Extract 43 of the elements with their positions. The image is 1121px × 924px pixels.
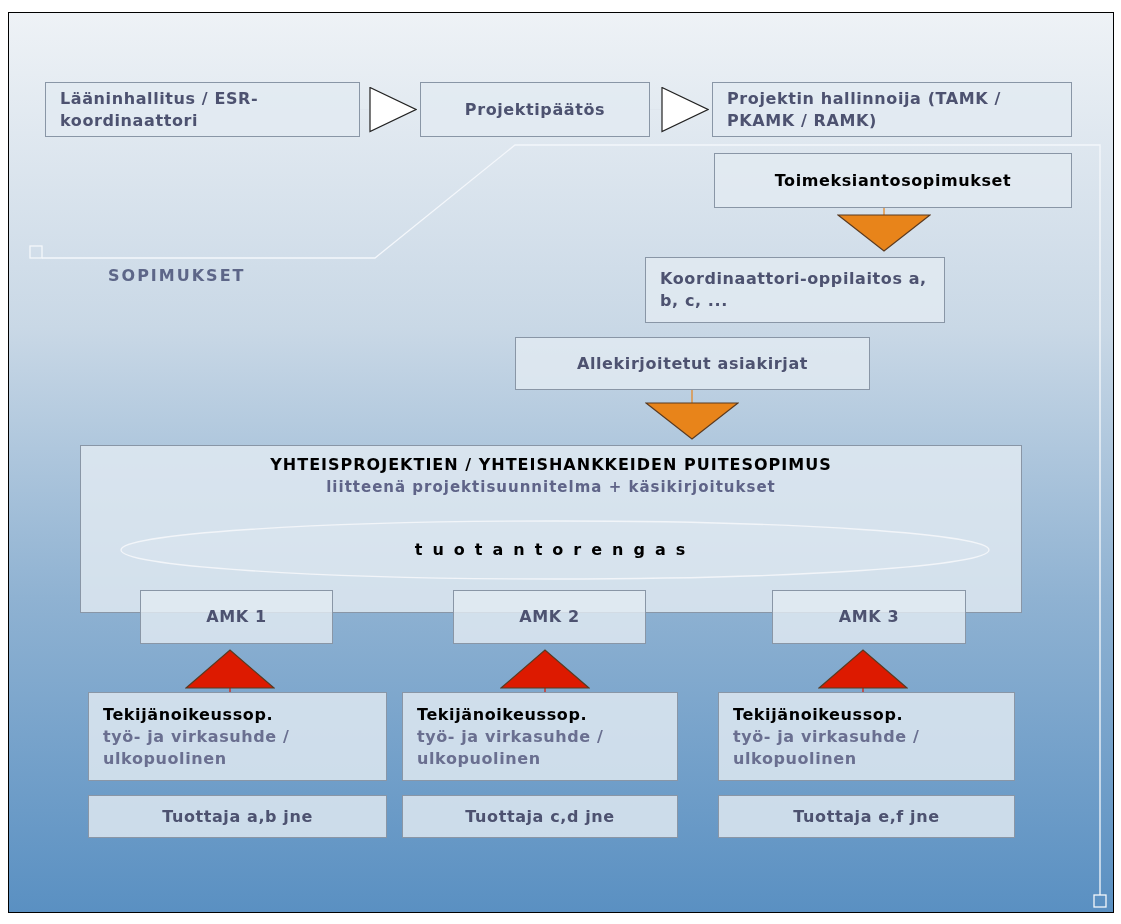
process-box <box>645 257 945 323</box>
process-box <box>712 82 1072 137</box>
arrow <box>500 649 590 693</box>
box-label: Toimeksiantosopimukset <box>774 169 1012 192</box>
arrow <box>818 649 908 693</box>
arrow <box>837 207 931 252</box>
section-label: SOPIMUKSET <box>108 265 246 287</box>
process-box <box>718 795 1015 838</box>
arrow <box>185 649 275 693</box>
process-box <box>453 590 646 644</box>
box-label: Koordinaattori-oppilaitos a, b, c, ... <box>660 268 928 312</box>
box-subtext: liitteenä projektisuunnitelma + käsikirjoitukset <box>326 477 776 498</box>
box-label: Tuottaja c,d jne <box>465 805 615 828</box>
box-label: Tuottaja a,b jne <box>162 805 313 828</box>
process-box <box>420 82 650 137</box>
box-subtext: työ- ja virkasuhde / ulkopuolinen <box>103 725 291 770</box>
process-box <box>515 337 870 390</box>
process-box <box>402 692 678 781</box>
box-label: AMK 2 <box>519 606 580 628</box>
box-label: AMK 3 <box>838 606 900 628</box>
box-label: Projektipäätös <box>464 98 606 121</box>
box-label: Tekijänoikeussop. <box>733 703 904 726</box>
process-box <box>45 82 360 137</box>
box-label: YHTEISPROJEKTIEN / YHTEISHANKKEIDEN PUITESOPIMUS <box>270 454 832 476</box>
process-box <box>140 590 333 644</box>
arrow <box>645 389 739 440</box>
box-label: Projektin hallinnoija (TAMK / PKAMK / RAMK) <box>727 87 1002 132</box>
box-label: Allekirjoitetut asiakirjat <box>576 352 809 375</box>
box-subtext: työ- ja virkasuhde / ulkopuolinen <box>417 725 605 770</box>
box-label: Lääninhallitus / ESR-koordinaattori <box>60 87 260 132</box>
process-box <box>88 692 387 781</box>
process-box <box>88 795 387 838</box>
process-box <box>714 153 1072 208</box>
process-box <box>718 692 1015 781</box>
process-box <box>402 795 678 838</box>
box-label: Tuottaja e,f jne <box>793 805 940 828</box>
box-label: Tekijänoikeussop. <box>103 703 274 726</box>
ellipse-shape <box>120 520 990 580</box>
box-subtext: työ- ja virkasuhde / ulkopuolinen <box>733 725 921 770</box>
process-box <box>772 590 966 644</box>
box-label: AMK 1 <box>206 606 267 628</box>
ellipse-label: tuotantorengas <box>414 539 696 561</box>
box-label: Tekijänoikeussop. <box>417 703 588 726</box>
